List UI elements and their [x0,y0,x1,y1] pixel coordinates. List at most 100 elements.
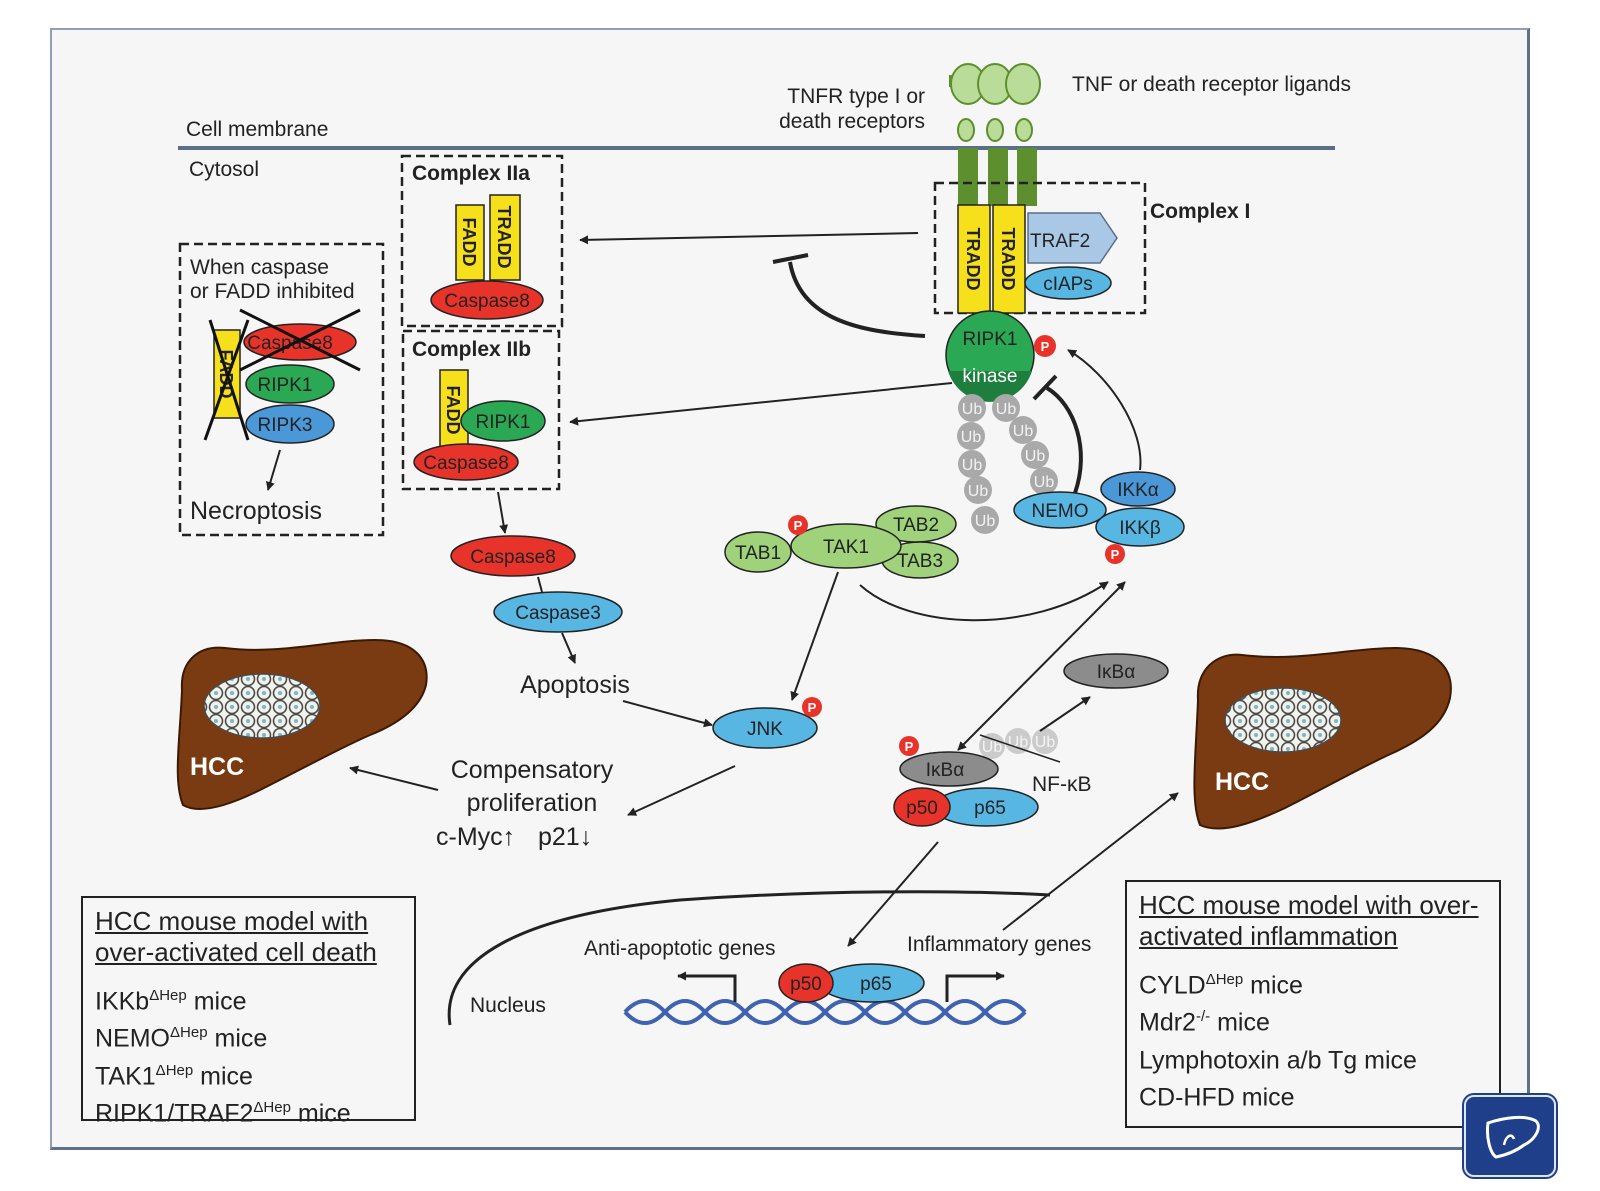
caspase8-inhibited [243,323,357,361]
arrow-ripk1-to-iib [569,382,953,426]
phospho-ikkb [1105,544,1125,564]
apoptosis-label: Apoptosis [520,671,630,699]
svg-text:P: P [905,739,914,754]
phospho-ikba [899,736,919,756]
cmyc-label: c-Myc↑ [436,823,515,851]
caspase-note-line1: When caspase [190,256,329,279]
ripk1-complex-i-label: RIPK1 [963,329,1018,350]
dna-strand [623,999,1027,1025]
svg-text:Caspase8: Caspase8 [423,453,509,474]
list-item: TAK1ΔHep mice [95,1061,253,1090]
tnfr-label-line2: death receptors [779,110,925,133]
phospho-tak1 [788,515,808,535]
svg-text:p65: p65 [974,798,1006,819]
phospho-ripk1 [1034,335,1056,357]
nucleus-envelope [447,890,1051,1026]
ikka-label: IKKα [1117,480,1159,501]
ripk1-iib [460,400,546,442]
arrow-caspase3-to-apoptosis [561,632,576,664]
p50-cytosol [893,787,951,827]
list-item: CYLDΔHep mice [1139,971,1303,1000]
nemo-label: NEMO [1032,501,1089,522]
traf2-shape [1027,212,1118,264]
svg-text:TAB3: TAB3 [897,551,943,572]
p21-label: p21↓ [538,823,592,851]
svg-text:FADD: FADD [459,218,479,267]
svg-text:TRADD: TRADD [494,206,514,269]
complex-iia-box [400,154,564,328]
cytosol-label: Cytosol [189,158,259,181]
ubiquitin-degraded: Ub Ub Ub [979,728,1058,759]
compensatory-label-line1: Compensatory [451,756,614,784]
complex-i-label: Complex I [1150,200,1250,223]
ripk3 [245,404,335,444]
caspase8-iib [413,443,519,481]
cell-membrane-label: Cell membrane [186,118,328,141]
ligands-label: TNF or death receptor ligands [1072,73,1351,96]
journal-logo-icon [1464,1095,1556,1177]
tak1 [790,523,902,569]
arrow-apoptosis-to-jnk [622,700,713,728]
svg-text:Caspase8: Caspase8 [470,547,556,568]
ripk1-kinase: RIPK1 kinase [945,310,1035,402]
necroptosis-label: Necroptosis [190,497,322,525]
tradd-2 [992,204,1026,314]
inflammation-model-list: CYLDΔHep mice Mdr2-/- mice Lymphotoxin a… [1139,964,1487,1113]
hcc-liver-left: HCC [176,638,428,811]
svg-text:P: P [1041,339,1050,354]
hcc-liver-right: HCC [1193,646,1452,830]
list-item: RIPK1/TRAF2ΔHep mice [95,1098,351,1128]
tradd-iia [489,194,521,281]
svg-text:Ub: Ub [962,457,983,474]
nfkb-label: NF-κB [1032,773,1092,796]
cell-death-model-list: IKKbΔHep mice NEMOΔHep mice TAK1ΔHep mic… [95,980,402,1129]
svg-text:P: P [1111,547,1120,562]
nemo [1013,491,1107,529]
p50-nucleus [778,963,834,1003]
pathway-arrows [266,232,1179,947]
ikkb-label: IKKβ [1119,518,1161,539]
svg-text:Ub: Ub [1025,448,1046,465]
list-item: IKKbΔHep mice [95,987,247,1016]
svg-text:RIPK1: RIPK1 [476,412,531,433]
ikkb [1095,507,1185,547]
svg-text:Ub: Ub [961,429,982,446]
list-item: NEMOΔHep mice [95,1024,268,1053]
svg-text:TAK1: TAK1 [823,537,869,558]
list-item: Lymphotoxin a/b Tg mice [1139,1045,1417,1074]
inflammation-model-box: HCC mouse model with over- activated inf… [1125,880,1501,1128]
complex-iia-label: Complex IIa [412,162,530,185]
svg-text:JNK: JNK [747,719,783,740]
svg-text:Caspase8: Caspase8 [444,291,530,312]
list-item: CD-HFD mice [1139,1083,1295,1112]
list-item: Mdr2-/- mice [1139,1008,1270,1037]
svg-text:Ub: Ub [968,483,989,500]
complex-iib-box [401,329,561,491]
link-caspase8-caspase3 [537,576,543,593]
ligand-3 [1005,63,1041,105]
svg-text:Caspase3: Caspase3 [515,603,601,624]
svg-text:p50: p50 [906,798,938,819]
phospho-jnk [802,697,822,717]
cell-death-model-box: HCC mouse model with over-activated cell… [81,896,416,1127]
caspase-note-line2: or FADD inhibited [190,280,355,303]
svg-text:Ub: Ub [1035,734,1056,751]
tab1 [724,531,792,573]
svg-text:Ub: Ub [1013,423,1034,440]
svg-text:Ub: Ub [975,513,996,530]
traf2-label: TRAF2 [1030,231,1090,252]
svg-text:Ub: Ub [1034,474,1055,491]
hcc-label-right: HCC [1215,768,1269,796]
arrow-jnk-to-proliferation [627,765,736,816]
svg-text:Ub: Ub [962,401,983,418]
svg-text:p50: p50 [790,974,822,995]
ciaps [1024,266,1112,300]
svg-text:P: P [794,518,803,533]
svg-text:P: P [808,700,817,715]
arrow-tak1-to-ikkb [859,581,1109,622]
arrow-tak1-to-jnk [790,571,839,701]
inflammatory-label: Inflammatory genes [907,933,1091,956]
svg-text:RIPK1: RIPK1 [258,375,313,396]
inflammatory-promoter-arrow [945,971,1005,1002]
tradd-1 [957,204,991,314]
